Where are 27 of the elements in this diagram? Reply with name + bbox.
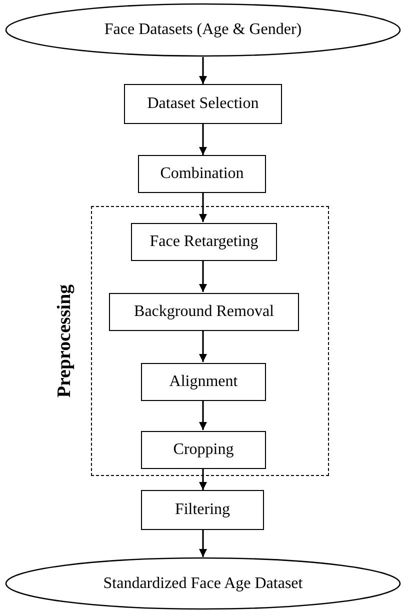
arrow [199, 124, 207, 155]
arrow [199, 468, 207, 490]
arrow [199, 330, 207, 362]
node-label: Alignment [169, 373, 238, 391]
node-label: Combination [160, 165, 244, 183]
node-label: Standardized Face Age Dataset [103, 574, 303, 592]
process-box [141, 490, 264, 530]
process-box [124, 84, 282, 124]
arrow [199, 57, 207, 84]
group-title: Preprocessing [54, 284, 76, 398]
node-label: Dataset Selection [147, 95, 259, 113]
process-box [141, 431, 266, 469]
node-label: Filtering [174, 501, 230, 519]
node-label: Background Removal [134, 303, 274, 321]
process-box [138, 155, 266, 193]
arrow [199, 400, 207, 430]
process-box [141, 363, 266, 401]
terminal-ellipse [5, 3, 401, 57]
process-box [109, 293, 299, 331]
arrow [199, 260, 207, 292]
node-label: Face Retargeting [150, 233, 258, 251]
node-label: Cropping [173, 441, 234, 459]
terminal-ellipse [5, 557, 401, 610]
process-box [131, 223, 277, 261]
arrow [199, 530, 207, 557]
node-label: Face Datasets (Age & Gender) [104, 21, 302, 39]
arrow [199, 193, 207, 222]
